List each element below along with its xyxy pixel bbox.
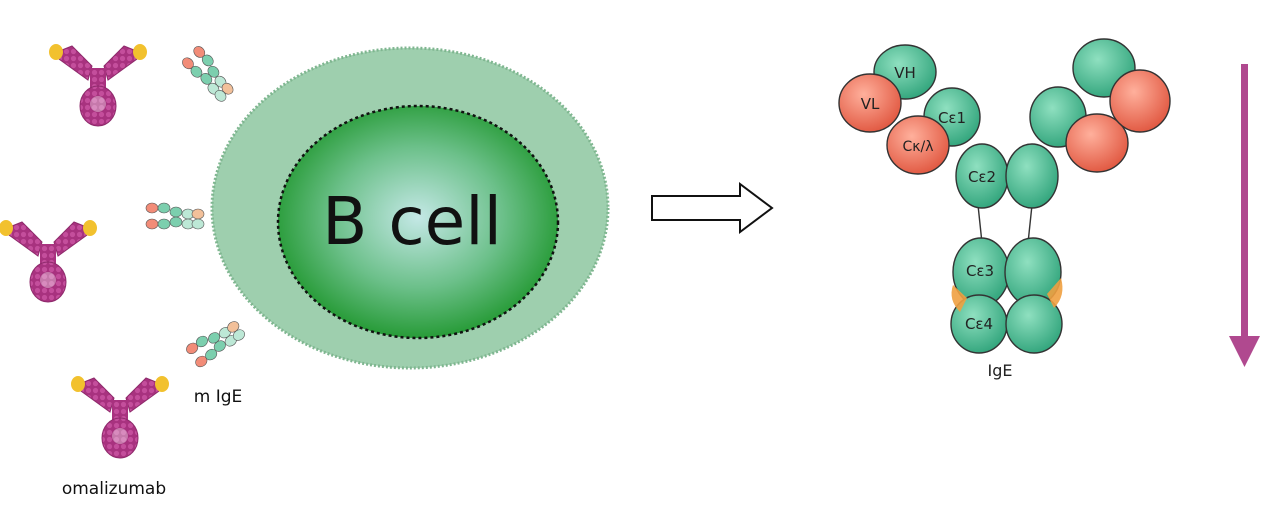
ige-ce3-label: Cε3	[966, 262, 994, 280]
ige-vl-domain	[838, 73, 902, 133]
ige-ck-domain-right	[1065, 113, 1129, 173]
ige-ce2-label: Cε2	[968, 168, 996, 186]
down-arrow-icon	[1229, 336, 1260, 367]
ige-label: IgE	[988, 361, 1013, 380]
omalizumab-molecule-bottom	[70, 375, 170, 459]
omalizumab-molecule-top	[48, 43, 148, 127]
right-arrow-icon	[651, 182, 774, 234]
ige-ck-label: Cκ/λ	[902, 139, 933, 155]
membrane-ige-middle	[145, 202, 205, 230]
membrane-ige-top	[179, 43, 240, 104]
ige-ce4-domain-right	[1005, 294, 1063, 354]
ige-ce2-domain-right	[1005, 143, 1059, 209]
omalizumab-molecule-middle	[0, 219, 98, 303]
ige-ck-domain	[886, 115, 950, 175]
ige-structure: VH VL Cε1 Cκ/λ Cε2 Cε3 Cε4 IgE	[838, 38, 1171, 380]
b-cell-nucleus	[276, 104, 560, 340]
ige-vl-label: VL	[861, 95, 880, 113]
ige-ce4-label: Cε4	[965, 315, 993, 333]
ige-vh-label: VH	[894, 64, 916, 82]
membrane-ige-label: m IgE	[194, 387, 243, 407]
down-arrow-shaft	[1241, 64, 1248, 339]
ige-ce1-label: Cε1	[938, 109, 966, 127]
membrane-ige-bottom	[184, 314, 248, 370]
omalizumab-label: omalizumab	[62, 479, 166, 499]
ige-vl-domain-right	[1109, 69, 1171, 133]
b-cell-label: B cell	[322, 183, 502, 260]
